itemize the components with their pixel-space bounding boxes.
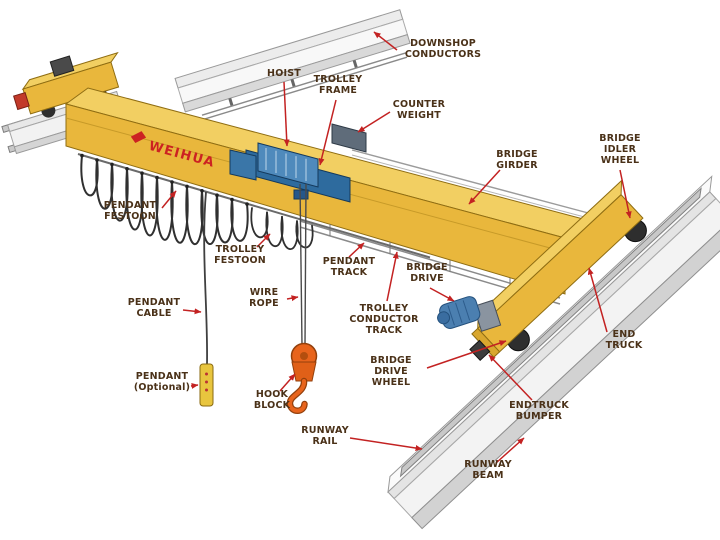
label-endtruck-bumper: ENDTRUCK BUMPER <box>509 400 569 423</box>
arrow-runway-beam <box>495 437 525 464</box>
hoist-motor-shape <box>229 149 257 181</box>
label-wire-rope: WIRE ROPE <box>249 287 279 310</box>
arrow-pendant-cable <box>182 308 202 315</box>
arrow-end-truck <box>587 267 608 333</box>
right-end-truck <box>469 179 647 362</box>
pendant-festoon-shape <box>80 154 249 246</box>
downshop-conductors-bars <box>201 52 408 121</box>
label-trolley-conductor-track: TROLLEY CONDUCTOR TRACK <box>349 303 419 337</box>
arrow-pendant-track <box>348 242 365 258</box>
label-end-truck: END TRUCK <box>605 329 643 352</box>
label-hook-block: HOOK BLOCK <box>253 389 291 412</box>
label-pendant-festoon: PENDANT FESTOON <box>103 200 157 223</box>
left-truck-bumper <box>13 91 30 111</box>
festoon-trolleys <box>80 153 249 206</box>
label-pendant-optional: PENDANT (Optional) <box>133 371 191 394</box>
label-bridge-drive-wheel: BRIDGE DRIVE WHEEL <box>370 355 412 389</box>
label-bridge-girder: BRIDGE GIRDER <box>496 149 538 172</box>
arrow-pendant-optional <box>190 382 199 389</box>
arrow-runway-rail <box>349 437 423 451</box>
arrow-pendant-festoon <box>161 190 177 209</box>
bridge-drive-motor <box>437 296 502 332</box>
label-counter-weight: COUNTER WEIGHT <box>392 99 446 122</box>
label-pendant-cable: PENDANT CABLE <box>127 297 181 320</box>
label-trolley-frame: TROLLEY FRAME <box>313 74 363 97</box>
arrow-bridge-drive <box>429 287 455 302</box>
far-runway-beam <box>174 9 411 121</box>
trolley-assembly <box>229 123 367 203</box>
hoist-drum-shape <box>257 142 319 188</box>
callout-arrows <box>161 31 632 464</box>
arrow-trolley-conductor-track <box>386 251 399 302</box>
arrow-downshop-conductors <box>373 31 398 51</box>
runway-beam-near <box>387 175 720 530</box>
pendant-control <box>199 363 214 407</box>
arrow-trolley-frame <box>318 99 337 166</box>
label-bridge-idler-wheel: BRIDGE IDLER WHEEL <box>599 133 641 167</box>
arrow-endtruck-bumper <box>488 354 533 401</box>
wire-rope-shape <box>299 183 307 346</box>
arrow-counter-weight <box>357 111 391 133</box>
runway-rail-strip <box>399 187 702 478</box>
label-pendant-track: PENDANT TRACK <box>322 256 376 279</box>
arrow-bridge-drive-wheel <box>426 340 507 369</box>
arrow-wire-rope <box>286 295 299 302</box>
arrow-bridge-idler-wheel <box>619 169 632 219</box>
brand-mark-icon <box>130 131 147 143</box>
label-runway-rail: RUNWAY RAIL <box>301 425 349 448</box>
arrow-trolley-festoon <box>256 233 271 248</box>
label-runway-beam: RUNWAY BEAM <box>464 459 512 482</box>
hook-block-shape <box>286 342 318 414</box>
arrow-bridge-girder <box>468 169 501 205</box>
label-hoist: HOIST <box>267 68 301 79</box>
arrow-hook-block <box>279 373 296 392</box>
label-trolley-festoon: TROLLEY FESTOON <box>214 244 266 267</box>
arrow-hoist <box>283 81 290 147</box>
counter-weight-shape <box>331 123 367 153</box>
pendant-cable-shape <box>203 191 208 365</box>
trolley-festoon-shape <box>250 207 314 250</box>
bridge-drive-shaft <box>351 149 593 220</box>
label-downshop-conductors: DOWNSHOP CONDUCTORS <box>404 38 482 61</box>
pendant-track-shape <box>77 153 431 259</box>
label-bridge-drive: BRIDGE DRIVE <box>406 262 448 285</box>
